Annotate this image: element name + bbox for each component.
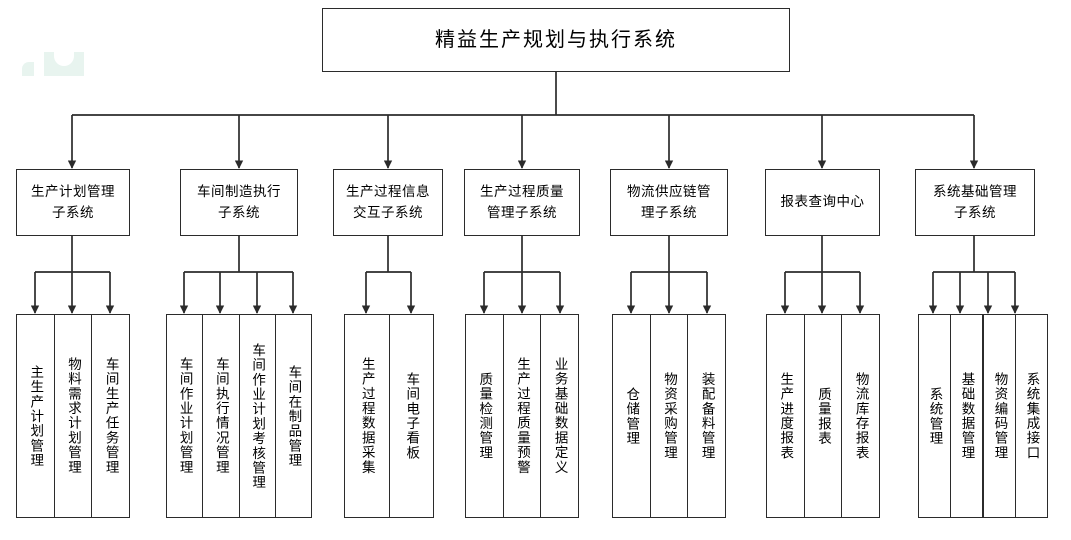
module-label: 基础数据管理	[959, 371, 975, 461]
module-node[interactable]: 质量检测管理	[466, 315, 504, 517]
module-node[interactable]: 装配备料管理	[688, 315, 725, 517]
module-label: 车间执行情况管理	[213, 357, 229, 475]
module-label: 生产过程数据采集	[359, 357, 375, 475]
module-group-6: 生产进度报表 质量报表 物流库存报表	[766, 314, 880, 518]
module-group-3: 生产过程数据采集 车间电子看板	[344, 314, 434, 518]
module-label: 车间作业计划管理	[177, 357, 193, 475]
module-label: 装配备料管理	[699, 371, 715, 461]
module-label: 物资采购管理	[661, 371, 677, 461]
root-node-label: 精益生产规划与执行系统	[435, 29, 677, 51]
module-label: 质量报表	[815, 386, 831, 446]
subsystem-node-2-line-2: 子系统	[218, 204, 260, 220]
module-node[interactable]: 车间执行情况管理	[203, 315, 240, 517]
module-label: 生产进度报表	[778, 371, 794, 461]
subsystem-node-7-line-2: 子系统	[954, 204, 996, 220]
module-label: 系统集成接口	[1024, 371, 1040, 461]
subsystem-node-1-line-2: 子系统	[52, 204, 94, 220]
module-label: 车间在制品管理	[286, 364, 302, 468]
subsystem-node-6[interactable]: 报表查询中心	[765, 169, 880, 236]
module-label: 物资编码管理	[992, 371, 1008, 461]
module-label: 仓储管理	[624, 386, 640, 446]
module-group-1: 主生产计划管理 物料需求计划管理 车间生产任务管理	[16, 314, 130, 518]
subsystem-node-5-line-1: 物流供应链管	[627, 183, 711, 199]
module-label: 车间作业计划考核管理	[250, 342, 266, 490]
module-node[interactable]: 车间电子看板	[390, 315, 434, 517]
subsystem-node-3-line-2: 交互子系统	[353, 204, 423, 220]
module-group-4: 质量检测管理 生产过程质量预警 业务基础数据定义	[465, 314, 579, 518]
subsystem-node-4-line-2: 管理子系统	[487, 204, 557, 220]
module-group-7: 系统管理 基础数据管理 物资编码管理 系统集成接口	[918, 314, 1048, 518]
module-label: 质量检测管理	[477, 371, 493, 461]
module-node[interactable]: 系统管理	[919, 315, 951, 517]
module-group-2: 车间作业计划管理 车间执行情况管理 车间作业计划考核管理 车间在制品管理	[166, 314, 312, 518]
subsystem-node-5[interactable]: 物流供应链管 理子系统	[610, 169, 728, 236]
subsystem-node-6-line-1: 报表查询中心	[780, 194, 865, 210]
module-node[interactable]: 车间生产任务管理	[92, 315, 129, 517]
module-node[interactable]: 主生产计划管理	[17, 315, 55, 517]
subsystem-node-3[interactable]: 生产过程信息 交互子系统	[333, 169, 443, 236]
subsystem-node-5-line-2: 理子系统	[641, 204, 697, 220]
module-node[interactable]: 物料需求计划管理	[55, 315, 93, 517]
root-node[interactable]: 精益生产规划与执行系统	[322, 8, 790, 72]
module-node[interactable]: 业务基础数据定义	[541, 315, 578, 517]
subsystem-node-7-line-1: 系统基础管理	[933, 183, 1017, 199]
module-node[interactable]: 物流库存报表	[842, 315, 879, 517]
module-node[interactable]: 质量报表	[805, 315, 843, 517]
module-node[interactable]: 物资编码管理	[984, 315, 1016, 517]
subsystem-node-2-line-1: 车间制造执行	[197, 183, 281, 199]
subsystem-node-4[interactable]: 生产过程质量 管理子系统	[464, 169, 580, 236]
module-label: 系统管理	[927, 386, 943, 446]
module-node[interactable]: 生产过程质量预警	[504, 315, 542, 517]
subsystem-node-3-line-1: 生产过程信息	[346, 183, 430, 199]
module-label: 物流库存报表	[853, 371, 869, 461]
subsystem-node-7[interactable]: 系统基础管理 子系统	[915, 169, 1035, 236]
module-label: 车间电子看板	[404, 371, 420, 461]
module-node[interactable]: 车间在制品管理	[276, 315, 311, 517]
module-node[interactable]: 生产过程数据采集	[345, 315, 390, 517]
subsystem-node-4-line-1: 生产过程质量	[480, 183, 564, 199]
module-node[interactable]: 车间作业计划考核管理	[240, 315, 276, 517]
subsystem-node-2[interactable]: 车间制造执行 子系统	[180, 169, 298, 236]
module-label: 物料需求计划管理	[65, 357, 81, 475]
module-label: 业务基础数据定义	[552, 357, 568, 475]
subsystem-node-1[interactable]: 生产计划管理 子系统	[16, 169, 130, 236]
module-node[interactable]: 仓储管理	[613, 315, 651, 517]
module-label: 主生产计划管理	[28, 364, 44, 468]
module-label: 生产过程质量预警	[514, 357, 530, 475]
module-group-5: 仓储管理 物资采购管理 装配备料管理	[612, 314, 726, 518]
module-node[interactable]: 基础数据管理	[951, 315, 984, 517]
module-node[interactable]: 生产进度报表	[767, 315, 805, 517]
module-label: 车间生产任务管理	[103, 357, 119, 475]
subsystem-node-1-line-1: 生产计划管理	[31, 183, 115, 199]
module-node[interactable]: 系统集成接口	[1016, 315, 1047, 517]
module-node[interactable]: 物资采购管理	[651, 315, 689, 517]
module-node[interactable]: 车间作业计划管理	[167, 315, 204, 517]
